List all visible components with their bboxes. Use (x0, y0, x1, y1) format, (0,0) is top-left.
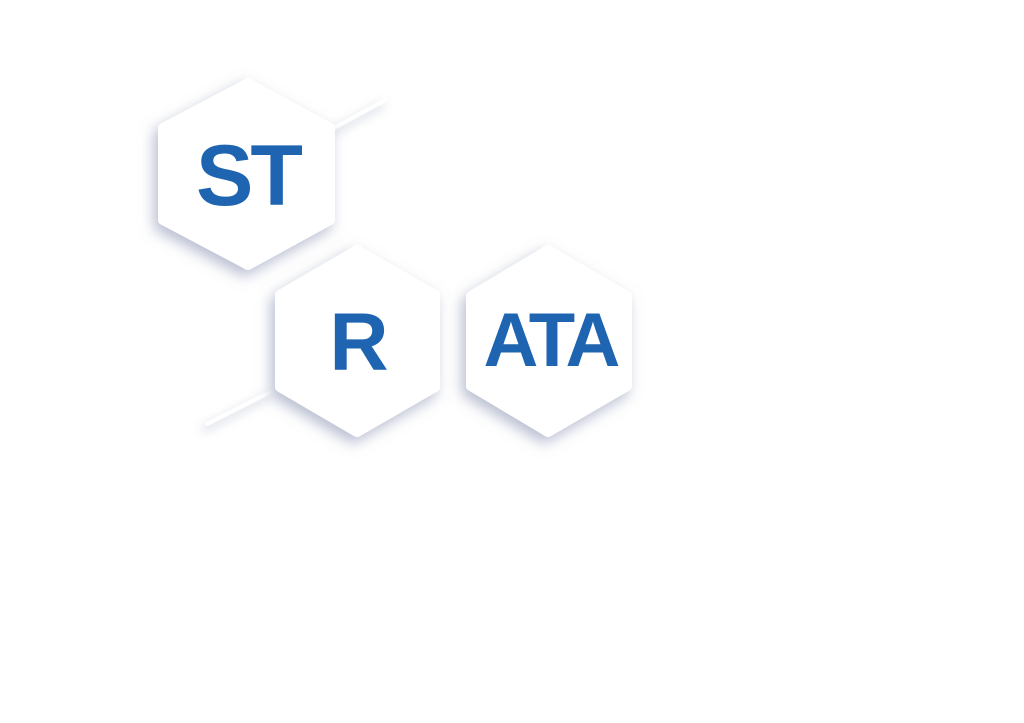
connector-r (205, 389, 274, 426)
hexagon-shape (275, 245, 440, 437)
hex-tile-r: R (275, 245, 440, 437)
tile-label-st: ST (196, 128, 302, 224)
hexagon-shape (158, 78, 335, 270)
tile-label-r: R (329, 297, 388, 388)
hexagon-shape (466, 245, 632, 437)
tile-label-ata: ATA (484, 298, 619, 383)
connector-st (332, 98, 387, 130)
hex-tile-ata: ATA (466, 245, 632, 437)
hex-tile-st: ST (158, 78, 335, 270)
